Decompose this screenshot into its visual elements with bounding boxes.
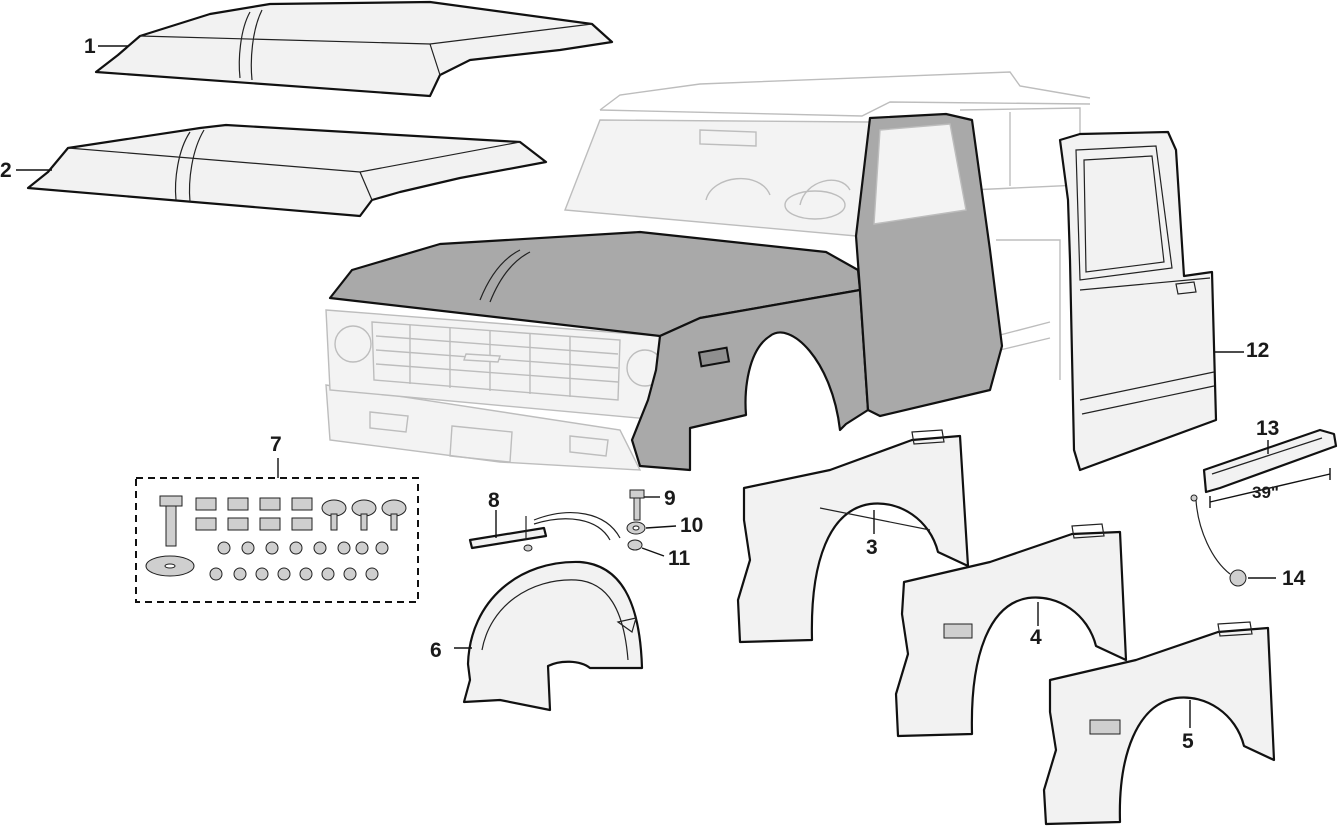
callout-14: 14: [1282, 567, 1306, 590]
leader-line-10: [645, 525, 677, 529]
callout-3: 3: [866, 536, 878, 559]
callout-11: 11: [668, 547, 691, 570]
fender-part-5: [1042, 621, 1276, 826]
installed-fender: [630, 288, 870, 472]
dimension-label: 39": [1252, 483, 1279, 502]
callout-12: 12: [1246, 339, 1270, 362]
callout-8: 8: [488, 489, 500, 512]
bracket-part-8: [468, 512, 621, 552]
nut-part-11: [627, 539, 643, 551]
front-grille: [325, 309, 664, 421]
door-part-12: [1058, 130, 1218, 472]
inner-fender-part-6: [462, 560, 644, 712]
bolt-part-9: [629, 489, 645, 521]
hood-part-2: [26, 123, 548, 218]
washer-part-10: [626, 521, 646, 535]
dimension-line: [1209, 468, 1331, 508]
hood-part-1: [94, 0, 614, 98]
callout-7: 7: [270, 433, 282, 456]
plug-part-14: [1190, 494, 1247, 587]
callout-1: 1: [84, 35, 96, 58]
callout-5: 5: [1182, 730, 1194, 753]
fender-part-4: [894, 523, 1128, 738]
callout-10: 10: [680, 514, 704, 537]
rocker-panel-part-13: [1202, 428, 1338, 494]
leader-line-11: [641, 547, 665, 557]
callout-6: 6: [430, 639, 442, 662]
callout-9: 9: [664, 487, 676, 510]
callout-13: 13: [1256, 417, 1280, 440]
fender-part-3: [736, 429, 970, 644]
callout-4: 4: [1030, 626, 1042, 649]
callout-2: 2: [0, 159, 12, 182]
truck-body-outline: [325, 71, 1091, 471]
hardware-kit-7: [135, 477, 419, 603]
